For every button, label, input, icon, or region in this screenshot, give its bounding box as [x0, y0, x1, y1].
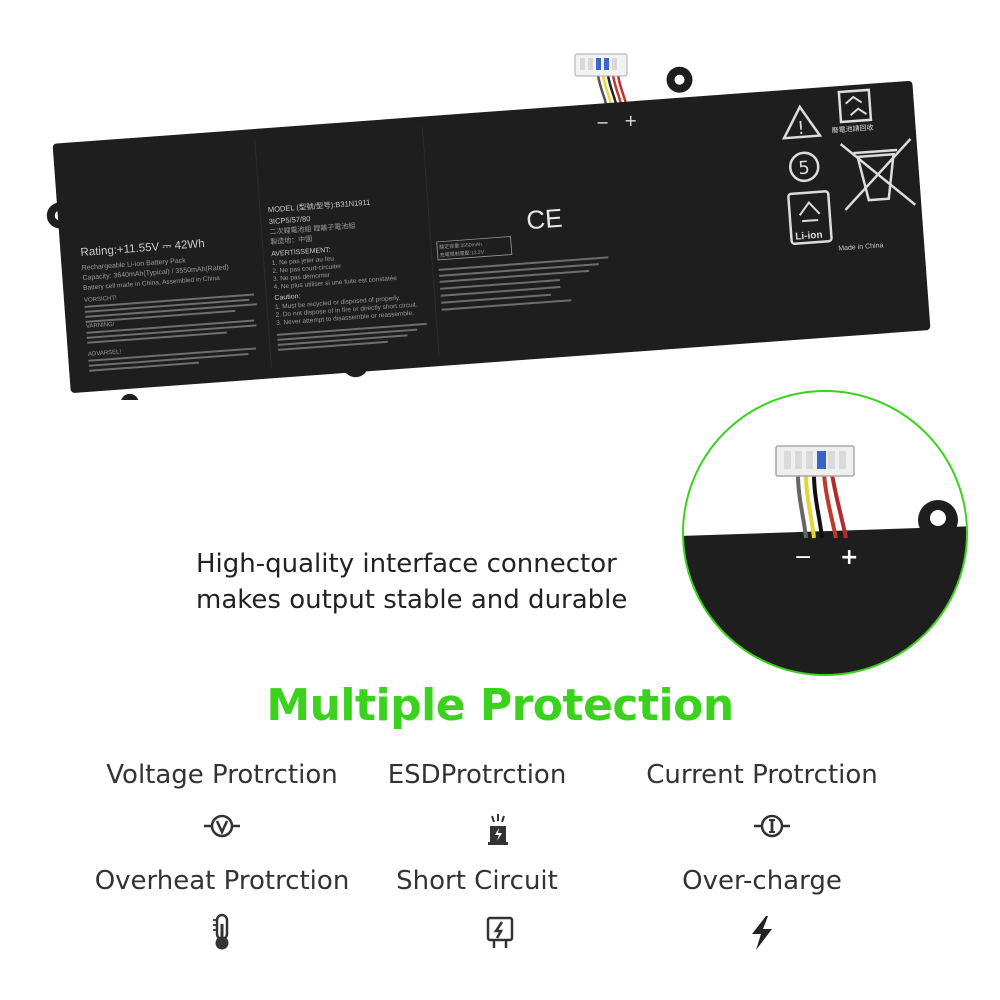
caption-line-2: makes output stable and durable [196, 585, 628, 615]
feature-label-overheat: Overheat Protrction [94, 866, 350, 896]
svg-text:!: ! [797, 118, 806, 139]
zoom-minus-sign: − [794, 545, 812, 570]
battery-advarsel: ADVARSEL! [88, 349, 122, 357]
svg-text:Li-ion: Li-ion [795, 230, 823, 243]
battery-plus-sign: + [624, 111, 637, 130]
svg-text:廢電池請回收: 廢電池請回收 [831, 123, 874, 135]
section-heading: Multiple Protection [266, 680, 734, 731]
feature-label-over-charge: Over-charge [682, 866, 842, 896]
connector-plug [574, 53, 628, 77]
caption-line-1: High-quality interface connector [196, 549, 617, 579]
zoom-plus-sign: + [840, 545, 858, 570]
lightning-icon [752, 916, 772, 950]
battery-avertissement: AVERTISSEMENT: [271, 247, 331, 258]
battery-warnung: VARNING! [86, 322, 115, 330]
fine-print-lines [84, 293, 257, 372]
recycle-code-5-icon: 5 [788, 151, 820, 183]
connector-zoom-circle: − + [682, 390, 968, 676]
battery-caution: Caution: [274, 293, 301, 302]
feature-label-current: Current Protrction [646, 760, 878, 790]
feature-label-short-circuit: Short Circuit [396, 866, 558, 896]
made-in-china-label: Made in China [838, 242, 884, 252]
fr-warning-1: 1. Ne pas jeter au feu [272, 255, 335, 267]
crossed-bin-icon [839, 138, 917, 211]
feature-label-esd: ESDProtrction [387, 760, 567, 790]
short-circuit-icon [486, 916, 514, 948]
battery-vorsicht: VORSICHT! [84, 296, 117, 304]
current-icon [754, 814, 790, 838]
voltage-icon [204, 814, 240, 838]
battery-minus-sign: − [596, 113, 609, 132]
esd-icon [488, 814, 508, 845]
tw-capacity: 額定容量:3550mAh [439, 241, 482, 251]
svg-text:5: 5 [798, 157, 811, 179]
battery-body [52, 80, 931, 393]
fr-warning-3: 3. Ne pas démonter [273, 272, 331, 283]
li-ion-recycle-icon: Li-ion [787, 190, 833, 245]
feature-label-voltage: Voltage Protrction [106, 760, 338, 790]
tw-voltage: 充電限制電壓:13.2V [439, 248, 485, 258]
battery-cell-code: 3ICP5/57/80 [268, 214, 310, 226]
ce-mark: CE [525, 203, 563, 236]
thermometer-icon [213, 913, 229, 950]
battery-pack-image: − + Rating:+11.55V ⎓ 42Wh Rechargeable L… [46, 53, 931, 400]
battery-recycle-cn-icon: 廢電池請回收 [831, 88, 874, 135]
warning-triangle-icon: ! [781, 104, 823, 140]
connector-cable [596, 74, 628, 105]
